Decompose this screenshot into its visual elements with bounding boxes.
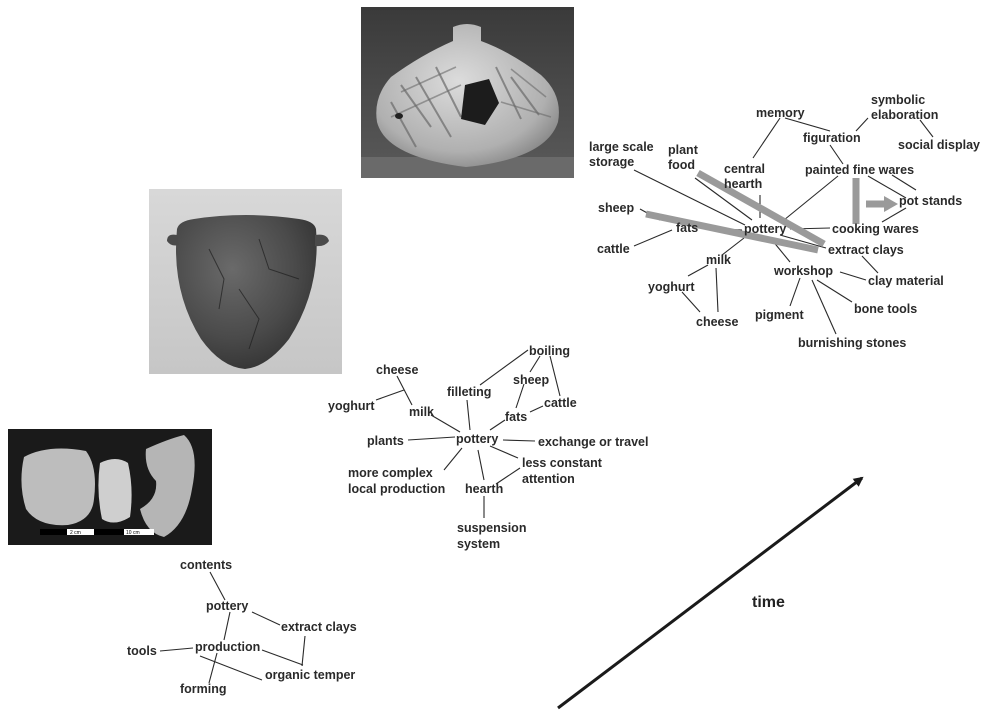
node-more-complex-1: more complex — [348, 466, 433, 480]
node-milk: milk — [706, 253, 731, 267]
node-cooking-wares: cooking wares — [832, 222, 919, 236]
node-yoghurt: yoghurt — [648, 280, 695, 294]
node-painted-fine-wares: painted fine wares — [805, 163, 914, 177]
node-symbolic-elaboration-2: elaboration — [871, 108, 938, 122]
edge-figuration-painted — [830, 145, 843, 164]
node-exchange-or-travel: exchange or travel — [538, 435, 648, 449]
edge-production-forming — [209, 653, 217, 683]
node-pigment: pigment — [755, 308, 804, 322]
node-suspension-system-1: suspension — [457, 521, 526, 535]
edge-extract-clays-organic-temper — [302, 636, 305, 666]
node-organic-temper: organic temper — [265, 668, 355, 682]
edge-production-organic-temper-2 — [200, 656, 262, 680]
edge-pottery-hearth — [478, 450, 484, 480]
node-central-hearth-1: central — [724, 162, 765, 176]
edge-workshop-clay-material — [840, 272, 866, 280]
late-network-highlights — [646, 173, 886, 250]
node-fats: fats — [505, 410, 527, 424]
edge-workshop-burnishing — [812, 280, 836, 334]
edge-cheese-milk — [397, 376, 412, 405]
node-pot-stands: pot stands — [899, 194, 962, 208]
node-forming: forming — [180, 682, 227, 696]
early-network-labels: contents pottery extract clays tools pro… — [127, 558, 357, 696]
edge-symbolic-social-display — [920, 120, 933, 137]
highlight-sheep-extract-clays — [646, 214, 818, 250]
node-plant-food-2: food — [668, 158, 695, 172]
edge-plants-pottery — [408, 437, 455, 440]
node-hearth: hearth — [465, 482, 503, 496]
node-large-scale-storage-1: large scale — [589, 140, 654, 154]
highlight-arrow-head-icon — [884, 196, 898, 212]
node-symbolic-elaboration-1: symbolic — [871, 93, 925, 107]
node-pottery: pottery — [206, 599, 248, 613]
node-workshop: workshop — [773, 264, 833, 278]
node-filleting: filleting — [447, 385, 491, 399]
node-production: production — [195, 640, 260, 654]
node-social-display: social display — [898, 138, 980, 152]
edge-tools-production — [160, 648, 193, 651]
edge-sheep-fats — [516, 384, 524, 408]
middle-network-labels: boiling cheese sheep filleting cattle yo… — [328, 344, 648, 551]
edge-production-organic-temper — [262, 650, 303, 665]
node-milk: milk — [409, 405, 434, 419]
node-clay-material: clay material — [868, 274, 944, 288]
node-yoghurt: yoghurt — [328, 399, 375, 413]
node-burnishing-stones: burnishing stones — [798, 336, 906, 350]
edge-cattle-fats — [634, 230, 672, 246]
edge-fats-pottery — [490, 420, 505, 430]
edge-memory-central-hearth — [753, 118, 780, 158]
node-bone-tools: bone tools — [854, 302, 917, 316]
node-fats: fats — [676, 221, 698, 235]
node-extract-clays: extract clays — [281, 620, 357, 634]
edge-symbolic-figuration — [856, 118, 868, 131]
node-memory: memory — [756, 106, 805, 120]
node-less-constant-attention-2: attention — [522, 472, 575, 486]
node-plant-food-1: plant — [668, 143, 699, 157]
edge-pottery-extract-clays — [252, 612, 280, 625]
node-sheep: sheep — [598, 201, 634, 215]
time-label: time — [752, 594, 785, 611]
edge-pottery-production — [224, 612, 230, 640]
node-pottery: pottery — [456, 432, 498, 446]
time-arrow — [558, 478, 862, 708]
edge-pottery-exchange — [503, 440, 535, 441]
node-cheese: cheese — [696, 315, 738, 329]
edge-painted-pot-stands-2 — [892, 175, 916, 190]
node-more-complex-2: local production — [348, 482, 445, 496]
edge-workshop-pigment — [790, 278, 800, 306]
node-tools: tools — [127, 644, 157, 658]
node-cheese: cheese — [376, 363, 418, 377]
late-network-labels: memory symbolic elaboration figuration s… — [589, 93, 980, 350]
edge-filleting-pottery — [467, 400, 470, 430]
edge-yoghurt-milk — [376, 390, 404, 400]
edge-contents-pottery — [210, 572, 225, 600]
edge-cattle-fats — [530, 406, 543, 412]
node-less-constant-attention-1: less constant — [522, 456, 603, 470]
node-large-scale-storage-2: storage — [589, 155, 634, 169]
edge-yoghurt-cheese — [682, 292, 700, 312]
edge-extract-clays-clay-material — [862, 256, 878, 273]
node-sheep: sheep — [513, 373, 549, 387]
node-cattle: cattle — [597, 242, 630, 256]
edge-boiling-cattle — [550, 356, 560, 396]
edge-pottery-less-constant — [490, 446, 518, 458]
edge-workshop-bone-tools — [817, 280, 852, 302]
node-contents: contents — [180, 558, 232, 572]
node-suspension-system-2: system — [457, 537, 500, 551]
edge-painted-pottery — [784, 176, 838, 220]
node-central-hearth-2: hearth — [724, 177, 762, 191]
node-cattle: cattle — [544, 396, 577, 410]
edge-milk-pottery — [431, 415, 460, 432]
edge-milk-yoghurt — [688, 265, 708, 276]
node-extract-clays: extract clays — [828, 243, 904, 257]
edge-milk-cheese — [716, 268, 718, 312]
node-figuration: figuration — [803, 131, 861, 145]
node-pottery: pottery — [744, 222, 786, 236]
node-boiling: boiling — [529, 344, 570, 358]
edge-pottery-more-complex — [444, 448, 462, 470]
edge-boiling-sheep — [530, 356, 540, 372]
node-plants: plants — [367, 434, 404, 448]
